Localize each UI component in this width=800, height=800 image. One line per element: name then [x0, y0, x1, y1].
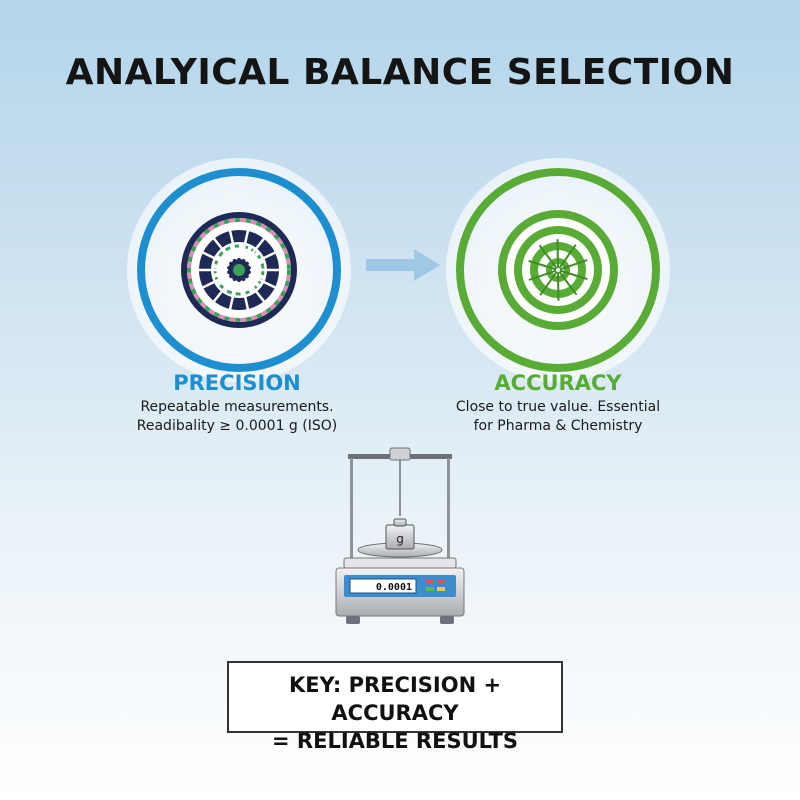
dart-icon: [227, 280, 238, 315]
accuracy-desc-line1: Close to true value. Essential: [455, 399, 661, 415]
balance-display: 0.0001: [376, 582, 412, 593]
precision-desc-line2: Readibality ≥ 0.0001 g (ISO): [136, 418, 338, 434]
key-line1: KEY: PRECISION + ACCURACY: [288, 673, 502, 725]
page-title: ANALYICAL BALANCE SELECTION: [65, 52, 735, 93]
dart-icon: [528, 260, 557, 271]
precision-label: PRECISION: [173, 371, 301, 395]
dart-icon: [210, 234, 233, 262]
dart-icon: [198, 249, 230, 267]
dart-icon: [539, 244, 558, 269]
precision-target-icon: [127, 158, 351, 382]
bullseye-icon: [498, 210, 618, 330]
accuracy-desc-line2: for Pharma & Chemistry: [473, 418, 643, 434]
dart-icon: [559, 269, 588, 280]
dart-icon: [248, 273, 280, 291]
dart-icon: [558, 271, 577, 296]
accuracy-label: ACCURACY: [494, 371, 622, 395]
dart-icon: [240, 225, 251, 260]
dart-icon: [210, 278, 233, 306]
arrow-right-icon: [366, 249, 440, 281]
dart-icon: [245, 234, 268, 262]
dartboard-icon: [181, 212, 297, 328]
dart-icon: [227, 225, 238, 260]
precision-description: Repeatable measurements. Readibality ≥ 0…: [130, 398, 344, 436]
dart-icon: [558, 244, 577, 269]
accuracy-description: Close to true value. Essential for Pharm…: [440, 398, 676, 436]
dart-icon: [245, 278, 268, 306]
dart-icon: [248, 249, 280, 267]
dart-icon: [539, 271, 558, 296]
dart-icon: [528, 269, 557, 281]
dart-icon: [559, 259, 588, 271]
analytical-balance-icon: g 0.0001: [335, 447, 465, 624]
key-takeaway-box: KEY: PRECISION + ACCURACY = RELIABLE RES…: [227, 661, 563, 753]
key-line2: = RELIABLE RESULTS: [272, 729, 518, 753]
precision-desc-line1: Repeatable measurements.: [140, 399, 334, 415]
dart-icon: [240, 280, 251, 315]
accuracy-target-icon: [446, 158, 670, 382]
weight-label: g: [396, 532, 404, 546]
dart-icon: [198, 273, 230, 291]
